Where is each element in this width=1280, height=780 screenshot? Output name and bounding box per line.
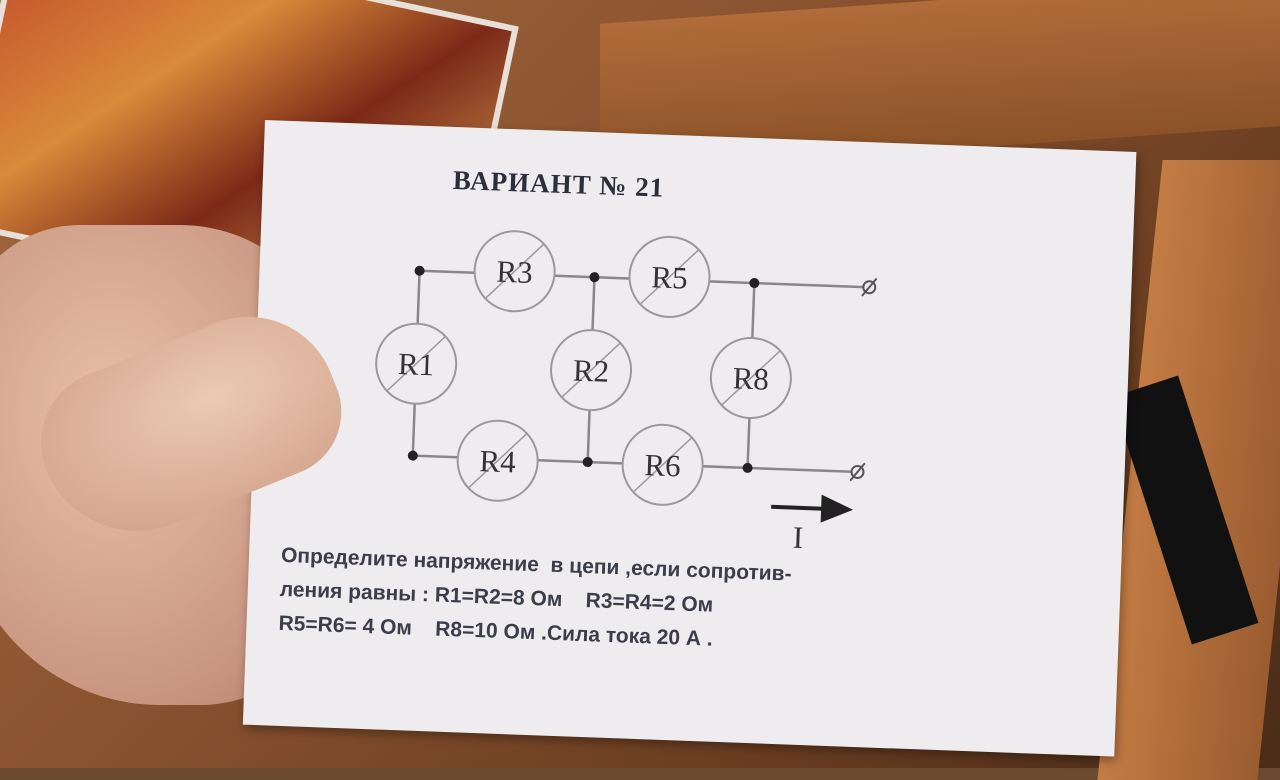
node (749, 278, 760, 289)
circuit-nodes (407, 265, 760, 473)
resistor-r2: R2 (550, 329, 633, 412)
current-label: I (792, 520, 804, 555)
resistor-r1: R1 (375, 322, 458, 405)
node (407, 450, 418, 461)
resistor-r4: R4 (456, 419, 539, 502)
resistor-r3: R3 (473, 230, 556, 313)
node (414, 265, 425, 276)
circuit-diagram: R1 R2 R3 R4 R5 R6 R8 (375, 230, 878, 555)
node (742, 462, 753, 473)
current-arrow-icon (771, 494, 854, 523)
node (582, 457, 593, 468)
terminal-bottom (850, 464, 865, 479)
resistor-r5-label: R5 (651, 259, 688, 295)
resistor-r6-label: R6 (644, 447, 681, 483)
resistor-r8-label: R8 (732, 360, 769, 396)
node (589, 272, 600, 283)
resistor-r2-label: R2 (572, 352, 609, 388)
terminals (849, 277, 878, 482)
resistor-r5: R5 (628, 235, 711, 318)
resistor-r8: R8 (709, 336, 792, 419)
terminal-top (862, 280, 877, 295)
resistor-r4-label: R4 (479, 443, 517, 479)
resistor-r6: R6 (621, 423, 704, 506)
resistor-r1-label: R1 (397, 346, 434, 382)
resistor-r3-label: R3 (496, 254, 533, 290)
task-card: ВАРИАНТ № 21 (242, 120, 1137, 757)
